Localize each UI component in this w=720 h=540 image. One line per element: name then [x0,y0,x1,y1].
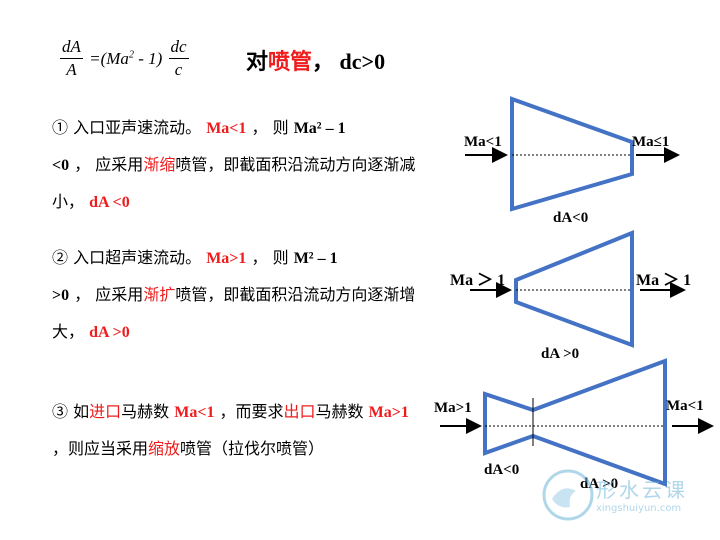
case-3-number: ③ [52,402,69,421]
diagram-2-left-label: Ma ＞ 1 [450,272,506,289]
diagram-3-right-label: Ma<1 [666,398,704,414]
formula: dA A =(Ma2 - 1) dc c [60,36,189,81]
case-2-t4: 喷管，即截面积沿流动方向逐渐增大， [52,285,416,341]
case-1-number: ① [52,118,69,137]
diagram-3-bottom-left-label: dA<0 [484,462,520,478]
case-3-t1: 如 [68,402,90,421]
diverging-nozzle-shape [514,230,634,348]
converging-nozzle-shape [510,96,634,212]
formula-minus: - 1) [133,48,163,68]
diagram-1-left-label: Ma<1 [464,134,502,150]
diagram-2-right-label: Ma ＞ 1 [636,272,692,289]
case-1-expr2: <0 [52,157,70,174]
case-3-condition-inlet: Ma<1 [174,404,215,421]
watermark-logo-icon [542,469,594,521]
formula-rhs-fraction: dc c [168,36,189,81]
diagram-2-bottom-label: dA >0 [541,346,580,362]
case-2-t1: 入口超声速流动。 [68,248,207,267]
case-2-t2: ， 则 [246,248,294,267]
case-3-highlight-outlet: 出口 [283,402,316,421]
formula-eq: =(Ma [89,48,129,68]
watermark-text: 形水云课 [596,478,688,502]
case-3-t4: 马赫数 [315,402,369,421]
case-3-t5: ，则应当采用 [52,439,149,458]
case-2-highlight: 渐扩 [143,285,176,304]
case-1-expr1: Ma² – 1 [293,120,346,137]
case-3-t2: 马赫数 [121,402,175,421]
case-1-highlight: 渐缩 [143,155,176,174]
formula-lhs-numerator: dA [60,36,83,59]
diagram-3-left-label: Ma>1 [434,400,472,416]
case-1-t1: 入口亚声速流动。 [68,118,207,137]
watermark-url: xingshuiyun.com [596,503,682,514]
diagram-1-bottom-label: dA<0 [553,210,589,226]
case-3-highlight-type: 缩放 [148,439,181,458]
case-3-text: ③ 如进口马赫数 Ma<1 ，而要求出口马赫数 Ma>1 ，则应当采用缩放喷管（… [52,394,422,467]
formula-middle: =(Ma2 - 1) [89,49,162,69]
slide-title: 对喷管， dc>0 [246,44,385,76]
case-3-condition-outlet: Ma>1 [368,404,409,421]
case-3-t3: ，而要求 [214,402,284,421]
case-3-highlight-inlet: 进口 [89,402,122,421]
case-1-t2: ， 则 [246,118,294,137]
case-1-result: dA <0 [89,194,130,211]
diagram-1-right-label: Ma≤1 [632,134,670,150]
formula-rhs-numerator: dc [168,36,189,59]
case-2-expr2: >0 [52,287,70,304]
case-2-text: ② 入口超声速流动。 Ma>1 ， 则 M² – 1 >0 ， 应采用渐扩喷管，即… [52,240,417,351]
formula-rhs-denominator: c [174,60,183,79]
case-3-t6: 喷管（拉伐尔喷管） [180,439,325,458]
title-prefix: 对 [246,49,269,75]
case-2-result: dA >0 [89,324,130,341]
case-2-expr1: M² – 1 [293,250,338,267]
case-2-condition: Ma>1 [206,250,247,267]
case-1-t4: 喷管，即截面积沿流动方向逐渐减小， [52,155,416,211]
case-1-text: ① 入口亚声速流动。 Ma<1 ， 则 Ma² – 1 <0 ， 应采用渐缩喷管，… [52,110,417,221]
formula-lhs-fraction: dA A [60,36,83,81]
title-suffix: ， dc>0 [312,49,386,74]
case-1-t3: ， 应采用 [69,155,144,174]
title-highlight: 喷管 [268,49,313,75]
case-2-t3: ， 应采用 [69,285,144,304]
formula-sup: 2 [128,48,134,60]
case-1-condition: Ma<1 [206,120,247,137]
formula-lhs-denominator: A [66,60,77,79]
case-2-number: ② [52,248,69,267]
